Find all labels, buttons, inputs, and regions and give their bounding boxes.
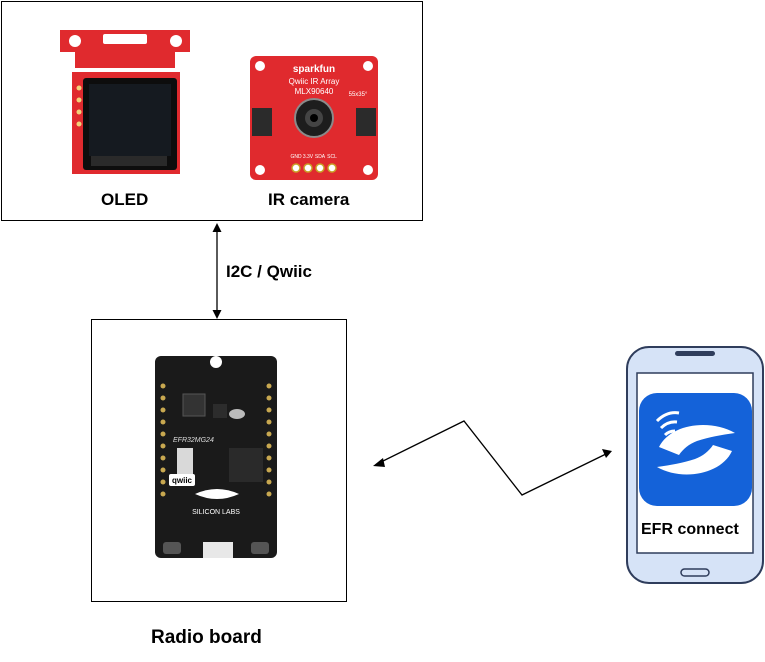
efr-connect-app-icon[interactable] <box>639 393 752 506</box>
radio-chip-text: EFR32MG24 <box>173 437 214 444</box>
radio-brand-text: SILICON LABS <box>192 509 240 516</box>
radio-board-caption: Radio board <box>151 627 262 648</box>
ir-board-pin-label: SDA <box>315 154 326 160</box>
radio-qwiic-text: qwiic <box>172 476 193 485</box>
efr-connect-label: EFR connect <box>641 521 739 538</box>
i2c-link-arrow <box>212 223 222 319</box>
ir-board-pin-label: SCL <box>327 154 337 160</box>
ir-board-pin-label: 3.3V <box>303 154 314 160</box>
ir-board-line2-text: MLX90640 <box>295 87 334 96</box>
oled-module-image <box>60 30 190 174</box>
radio-board-image: EFR32MG24 qwiic SILICON LABS <box>155 356 277 558</box>
ir-camera-board-image: sparkfun Qwiic IR Array MLX90640 55x35° … <box>250 56 378 180</box>
ir-board-brand-text: sparkfun <box>293 64 335 75</box>
ir-board-line1-text: Qwiic IR Array <box>289 77 340 86</box>
oled-label: OLED <box>101 190 149 209</box>
ir-board-fov-text: 55x35° <box>349 92 368 98</box>
i2c-link-label: I2C / Qwiic <box>226 262 312 281</box>
ir-camera-label: IR camera <box>268 190 350 209</box>
ir-board-pin-label: GND <box>290 154 302 160</box>
